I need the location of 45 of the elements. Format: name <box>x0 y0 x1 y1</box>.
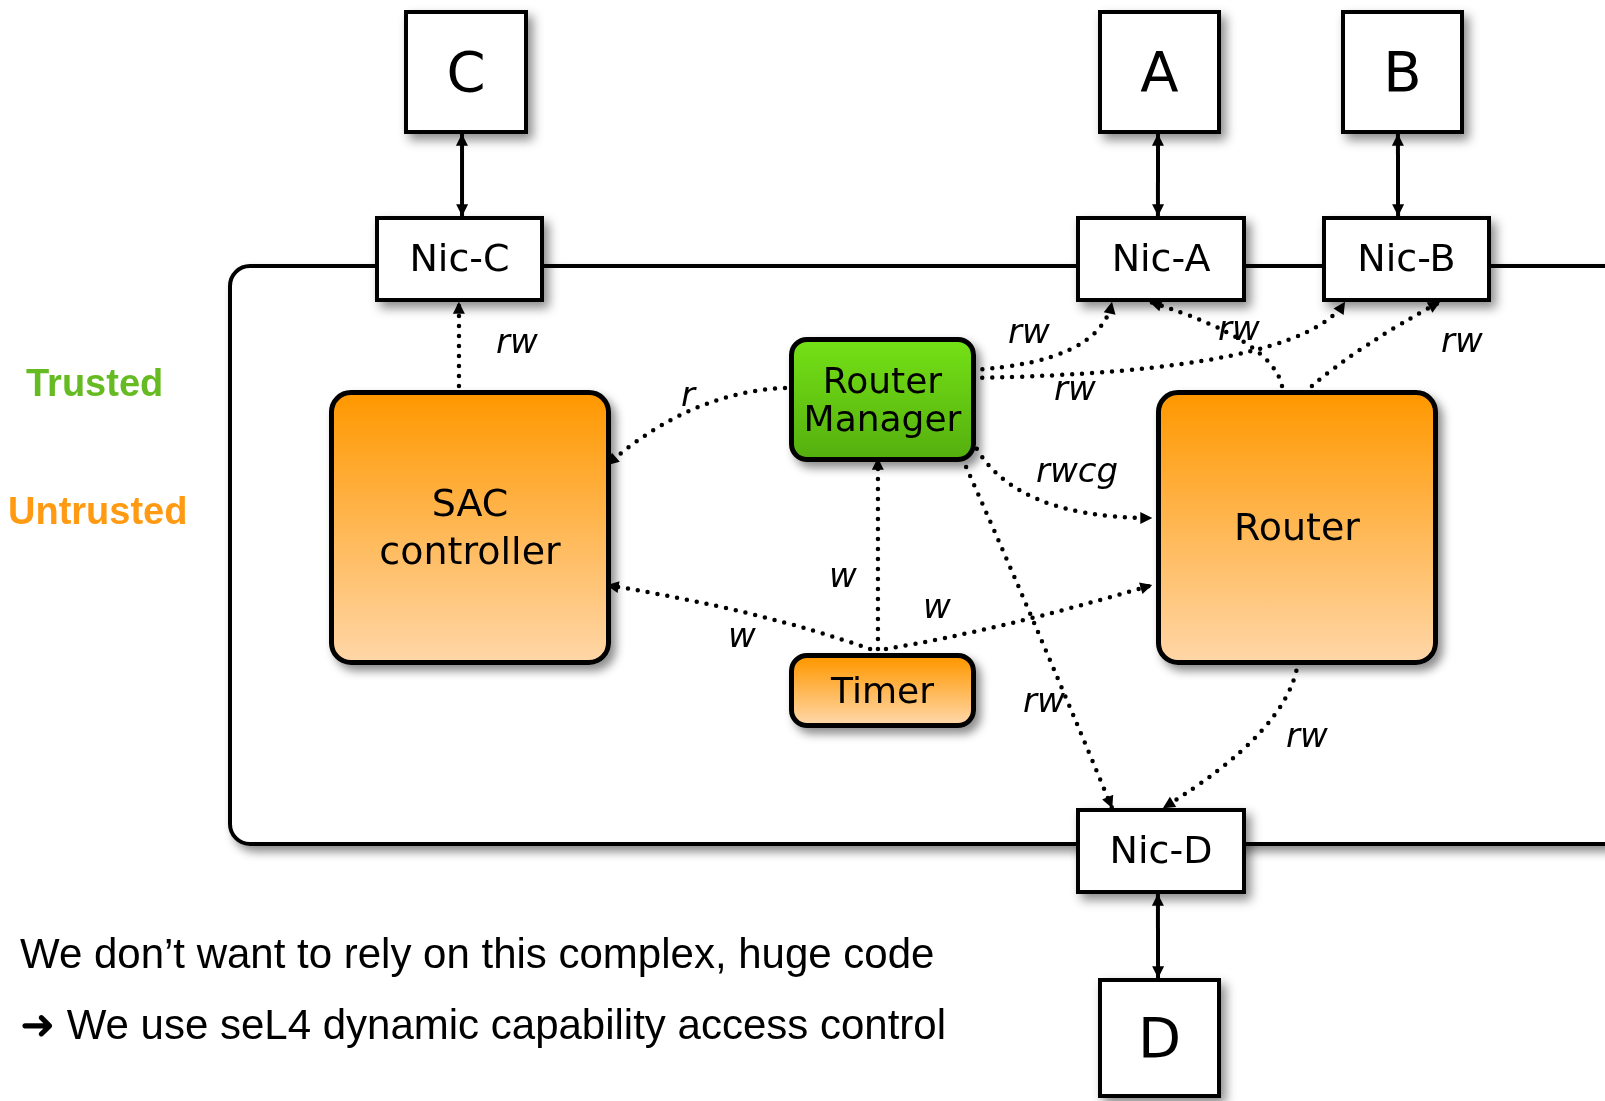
component-box <box>1098 978 1221 1098</box>
node-label: Router Manager <box>802 361 963 438</box>
node-label: Nic-C <box>409 235 510 283</box>
component-box <box>404 10 528 134</box>
component-box <box>375 216 544 302</box>
edge-label: rw <box>1286 715 1328 755</box>
edge-label: rw <box>496 321 538 361</box>
node-label: Router <box>1234 503 1360 551</box>
node-label: Nic-A <box>1111 235 1211 283</box>
arrow <box>455 133 469 217</box>
component-box <box>1322 216 1491 302</box>
edge-label: w <box>923 586 951 626</box>
edge-label: rwcg <box>1035 450 1119 490</box>
edge-label: r <box>681 374 695 414</box>
edge-label: rw <box>1218 308 1260 348</box>
arrow <box>1151 893 1165 979</box>
component-box <box>1076 216 1246 302</box>
node-label: D <box>1137 1004 1182 1072</box>
arrow <box>1151 133 1165 217</box>
component-box <box>1341 10 1464 134</box>
edge-label: w <box>829 555 857 595</box>
edge-label: rw <box>1441 320 1483 360</box>
trust-level-label: Untrusted <box>8 490 188 533</box>
component-box <box>1098 10 1221 134</box>
arrow <box>883 582 1155 652</box>
node-label: Nic-B <box>1357 235 1456 283</box>
process-box <box>789 337 976 462</box>
node-label: Nic-D <box>1109 827 1213 875</box>
edge-label: rw <box>1008 311 1050 351</box>
component-box <box>1076 808 1246 894</box>
node-label: SAC controller <box>378 480 562 575</box>
node-label: A <box>1140 38 1179 106</box>
note-text: ➜ We use seL4 dynamic capability access control <box>20 1000 946 1049</box>
note-text: We don’t want to rely on this complex, huge code <box>20 930 935 978</box>
process-box <box>329 390 611 665</box>
node-label: C <box>446 38 486 106</box>
node-label: Timer <box>831 669 934 713</box>
trust-level-label: Trusted <box>26 362 164 405</box>
arrow <box>1391 133 1405 217</box>
process-box <box>1156 390 1438 665</box>
edge-label: rw <box>1023 680 1065 720</box>
edge-label: w <box>728 615 756 655</box>
process-box <box>789 653 976 728</box>
node-label: B <box>1383 38 1422 106</box>
edge-label: rw <box>1054 368 1096 408</box>
